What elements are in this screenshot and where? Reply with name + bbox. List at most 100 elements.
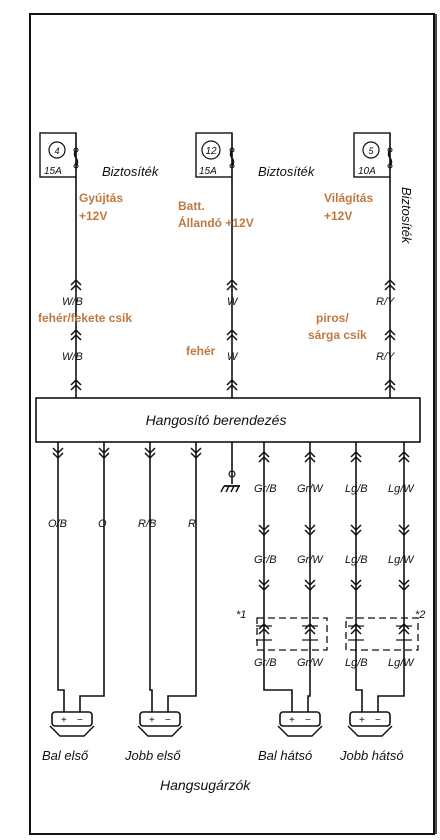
- connector-arrow-down: [398, 579, 410, 592]
- wire-code-grw-3: Gr/W: [297, 657, 324, 669]
- speaker-lead-minus: [377, 680, 405, 712]
- lower-wires: [52, 442, 412, 680]
- connector-arrow-up: [384, 278, 396, 291]
- connector-arrow-up: [384, 378, 396, 391]
- speaker-terminal-plus: +: [149, 715, 155, 726]
- speaker-terminal-minus: −: [77, 715, 83, 726]
- connector-arrow-down: [350, 524, 362, 537]
- speaker-lead-plus: [149, 680, 153, 712]
- connector-arrow-up: [70, 378, 82, 391]
- wire-code-grb-2: Gr/B: [254, 554, 277, 566]
- wire-note-white-black: fehér/fekete csík: [38, 311, 132, 325]
- fuse-rating: 10A: [358, 166, 376, 177]
- fuse-5: 5 10A Biztosíték: [353, 132, 414, 245]
- speaker-lead-minus: [307, 680, 311, 712]
- connector-arrow-up: [226, 328, 238, 341]
- connector-arrow-down: [304, 579, 316, 592]
- fuse-rating: 15A: [199, 166, 217, 177]
- lights-voltage: +12V: [324, 209, 352, 223]
- connector-arrow-down: [98, 447, 110, 460]
- wire-code-rb: R/B: [138, 518, 156, 530]
- fuse-number: 5: [368, 146, 374, 156]
- wire-code-r: R: [188, 518, 196, 530]
- connector-arrow-down: [190, 447, 202, 460]
- connector-arrow-up: [398, 622, 410, 635]
- speaker-cone: [277, 725, 323, 737]
- wire-code-lgb-2: Lg/B: [345, 554, 368, 566]
- battery-note: Batt.: [178, 199, 205, 213]
- fuse-rating: 15A: [44, 166, 62, 177]
- speaker-terminal-plus: +: [61, 715, 67, 726]
- wire-code-w-bottom: W: [227, 351, 239, 363]
- wire-code-w-top: W: [227, 296, 239, 308]
- speaker-label-front-right: Jobb első: [124, 748, 181, 763]
- speaker-body: [139, 711, 181, 727]
- audio-unit-box: [35, 397, 421, 443]
- ground-symbol: [220, 442, 240, 493]
- connector-arrow-down: [258, 579, 270, 592]
- fuse-label: Biztosíték: [102, 164, 160, 179]
- wire-code-lgw-3: Lg/W: [388, 657, 415, 669]
- speaker-cone: [49, 725, 95, 737]
- connector-arrow-down: [350, 579, 362, 592]
- ignition-voltage: +12V: [79, 209, 107, 223]
- wire-code-grb-3: Gr/B: [254, 657, 277, 669]
- speakers: +−+−+−+−: [49, 680, 405, 737]
- connector-arrow-down: [258, 524, 270, 537]
- wire-code-lgb-3: Lg/B: [345, 657, 368, 669]
- connector-arrow-down: [144, 447, 156, 460]
- diagram-border: [29, 13, 435, 835]
- speaker-lead-plus: [355, 680, 363, 712]
- speaker-label-rear-right: Jobb hátsó: [339, 748, 404, 763]
- connector-arrow-up: [258, 622, 270, 635]
- speaker-terminal-plus: +: [289, 715, 295, 726]
- speaker-label-front-left: Bal első: [42, 748, 89, 763]
- speaker-terminal-minus: −: [165, 715, 171, 726]
- connector-arrow-up: [70, 278, 82, 291]
- connector-arrow-down: [52, 447, 64, 460]
- wire-code-lgw-1: Lg/W: [388, 483, 415, 495]
- audio-unit-title: Hangosító berendezés: [146, 412, 287, 428]
- connector-arrow-down: [304, 524, 316, 537]
- wire-code-grw-2: Gr/W: [297, 554, 324, 566]
- connector-box-left: [256, 617, 328, 651]
- speaker-body: [349, 711, 391, 727]
- battery-constant-voltage: Állandó +12V: [178, 215, 254, 230]
- wire-code-lgb-1: Lg/B: [345, 483, 368, 495]
- connector-arrow-up: [304, 622, 316, 635]
- speaker-lead-minus: [79, 680, 105, 712]
- fuse-12: 12 15A Biztosíték: [195, 132, 316, 179]
- connector-arrow-up: [350, 450, 362, 463]
- wire-code-ob: O/B: [48, 518, 67, 530]
- connector-arrow-up: [350, 622, 362, 635]
- speakers-caption: Hangsugárzók: [160, 777, 251, 793]
- connector-box-right: [345, 617, 419, 651]
- speaker-body: [279, 711, 321, 727]
- fuse-label: Biztosíték: [399, 187, 414, 245]
- fuse-number: 12: [205, 146, 217, 157]
- speaker-terminal-minus: −: [375, 715, 381, 726]
- speaker-lead-plus: [57, 680, 65, 712]
- fuse-label: Biztosíték: [258, 164, 316, 179]
- connector-arrow-up: [226, 278, 238, 291]
- speaker-cone: [137, 725, 183, 737]
- wire-code-ry-top: R/Y: [376, 296, 395, 308]
- speaker-terminal-plus: +: [359, 715, 365, 726]
- connector-arrow-up: [384, 328, 396, 341]
- connector-arrow-up: [226, 378, 238, 391]
- connector-mark-2: *2: [415, 609, 425, 621]
- ignition-note: Gyújtás: [79, 191, 123, 205]
- fuse-4: 4 15A Biztosíték: [39, 132, 160, 179]
- speaker-label-rear-left: Bal hátsó: [258, 748, 312, 763]
- speaker-cone: [347, 725, 393, 737]
- connector-mark-1: *1: [236, 609, 246, 621]
- connector-arrow-up: [398, 450, 410, 463]
- wire-note-red-yellow-2: sárga csík: [308, 328, 367, 342]
- wire-code-wb-bottom: W/B: [62, 351, 83, 363]
- wire-note-red-yellow-1: piros/: [316, 311, 349, 325]
- upper-connectors: [70, 278, 396, 391]
- speaker-terminal-minus: −: [305, 715, 311, 726]
- wire-code-grw-1: Gr/W: [297, 483, 324, 495]
- connector-arrow-up: [304, 450, 316, 463]
